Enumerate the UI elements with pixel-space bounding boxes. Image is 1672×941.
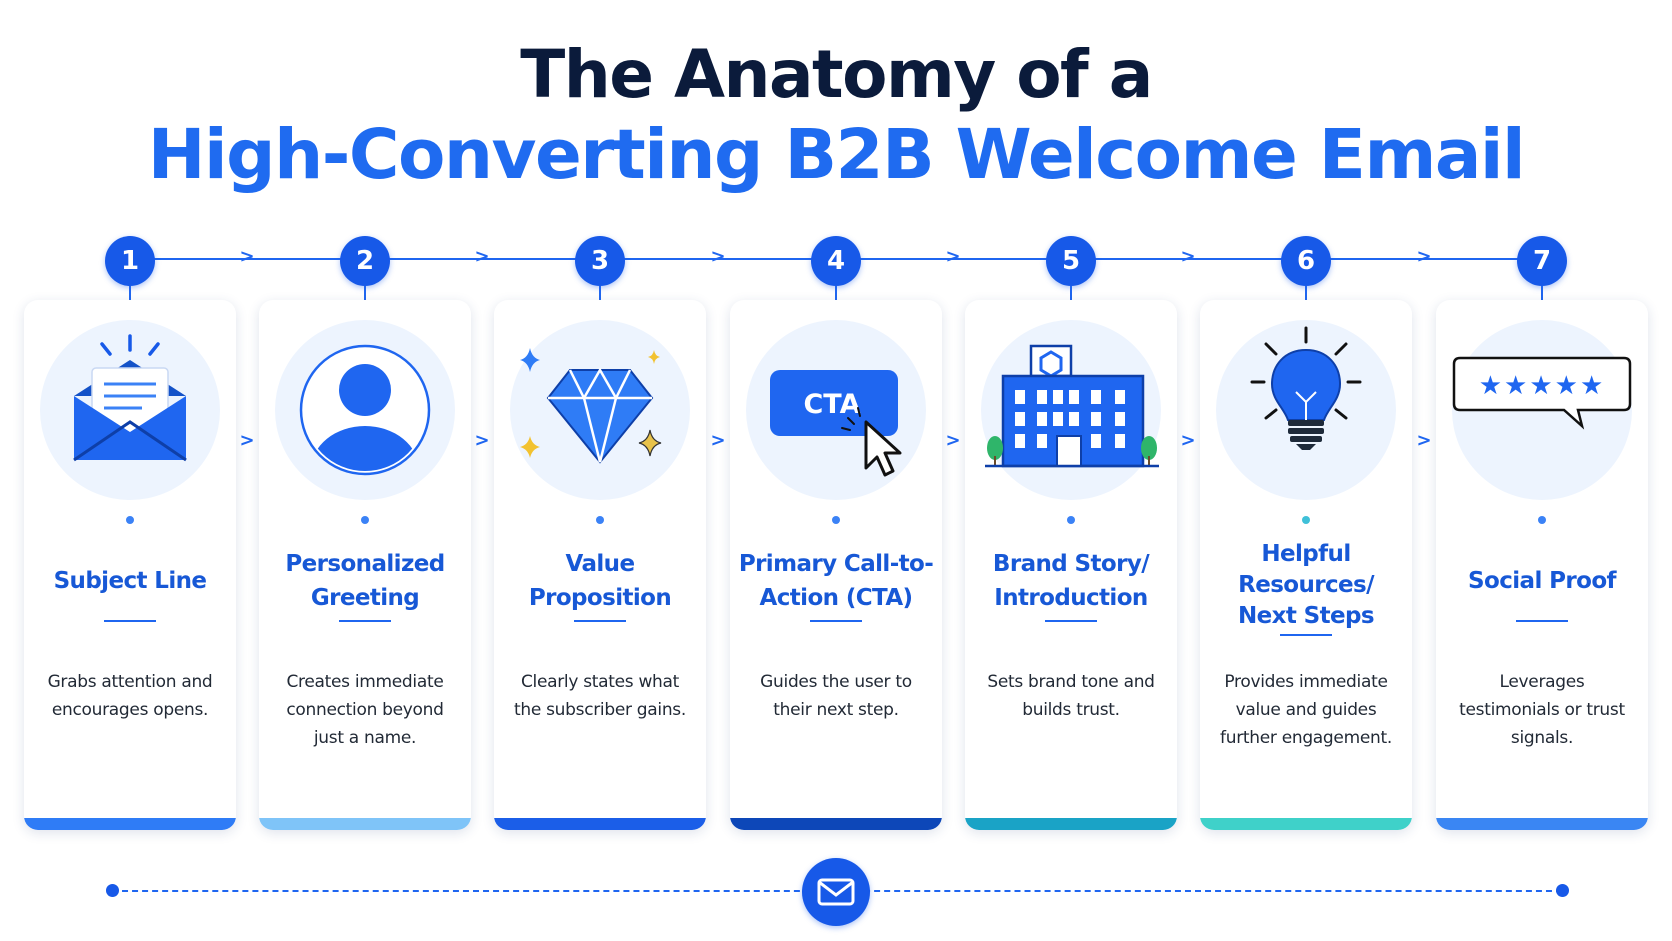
chevron-right-icon: > — [1180, 430, 1196, 451]
step-title: Primary Call-to-Action (CTA) — [738, 550, 934, 611]
connector-stem — [1070, 286, 1072, 300]
step-card-brand-story: Brand Story/ Introduction Sets brand ton… — [965, 300, 1177, 830]
footer-end-dot — [1556, 884, 1569, 897]
star-rating-bubble-icon: ★★★★★ — [1452, 356, 1632, 430]
step-title: Subject Line — [53, 567, 207, 594]
user-avatar-icon — [299, 344, 431, 476]
envelope-icon — [817, 878, 855, 906]
chevron-right-icon: > — [474, 246, 490, 267]
step-card-helpful-resources: Helpful Resources/ Next Steps Provides i… — [1200, 300, 1412, 830]
step-badge-3: 3 — [575, 236, 625, 286]
chevron-right-icon: > — [239, 246, 255, 267]
envelope-letter-icon — [73, 334, 187, 462]
connector-stem — [129, 286, 131, 300]
connector-stem — [1305, 286, 1307, 300]
diamond-icon — [520, 348, 662, 464]
title-divider — [574, 620, 626, 622]
marker-dot — [596, 516, 604, 524]
chevron-right-icon: > — [1416, 430, 1432, 451]
connector-stem — [364, 286, 366, 300]
step-card-subject-line: Subject Line Grabs attention and encoura… — [24, 300, 236, 830]
accent-bar — [259, 818, 471, 830]
step-badge-5: 5 — [1046, 236, 1096, 286]
accent-bar — [1200, 818, 1412, 830]
step-description: Guides the user to their next step. — [760, 672, 912, 720]
marker-dot — [832, 516, 840, 524]
page-title-line-2: High-Converting B2B Welcome Email — [147, 115, 1526, 195]
step-description: Provides immediate value and guides furt… — [1220, 672, 1392, 748]
chevron-right-icon: > — [1180, 246, 1196, 267]
chevron-right-icon: > — [710, 246, 726, 267]
step-title: Brand Story/ Introduction — [992, 550, 1150, 611]
step-badge-7: 7 — [1517, 236, 1567, 286]
step-card-value-proposition: Value Proposition Clearly states what th… — [494, 300, 706, 830]
lightbulb-icon — [1250, 326, 1362, 450]
accent-bar — [494, 818, 706, 830]
step-card-social-proof: ★★★★★ Social Proof Leverages testimonial… — [1436, 300, 1648, 830]
footer-end-dot — [106, 884, 119, 897]
step-badge-2: 2 — [340, 236, 390, 286]
marker-dot — [1538, 516, 1546, 524]
cta-button-cursor-icon: CTA — [770, 370, 902, 477]
step-description: Creates immediate connection beyond just… — [286, 672, 444, 748]
accent-bar — [24, 818, 236, 830]
step-badge-6: 6 — [1281, 236, 1331, 286]
step-card-personalized-greeting: Personalized Greeting Creates immediate … — [259, 300, 471, 830]
marker-dot — [361, 516, 369, 524]
chevron-right-icon: > — [945, 246, 961, 267]
title-divider — [1516, 620, 1568, 622]
accent-bar — [1436, 818, 1648, 830]
title-divider — [810, 620, 862, 622]
title-divider — [1045, 620, 1097, 622]
connector-stem — [1541, 286, 1543, 300]
marker-dot — [1067, 516, 1075, 524]
svg-text:★★★★★: ★★★★★ — [1479, 371, 1606, 401]
step-card-primary-cta: CTA Primary Call-to-Action (CTA) Guides … — [730, 300, 942, 830]
step-title: Helpful Resources/ Next Steps — [1238, 540, 1375, 629]
title-divider — [1280, 634, 1332, 636]
step-description: Sets brand tone and builds trust. — [987, 672, 1155, 720]
step-badge-1: 1 — [105, 236, 155, 286]
connector-stem — [835, 286, 837, 300]
marker-dot — [1302, 516, 1310, 524]
step-title: Value Proposition — [528, 550, 672, 611]
step-title: Social Proof — [1468, 567, 1617, 594]
chevron-right-icon: > — [945, 430, 961, 451]
marker-dot — [126, 516, 134, 524]
footer-envelope-badge — [802, 858, 870, 926]
connector-stem — [599, 286, 601, 300]
chevron-right-icon: > — [1416, 246, 1432, 267]
accent-bar — [730, 818, 942, 830]
step-badge-4: 4 — [811, 236, 861, 286]
step-description: Grabs attention and encourages opens. — [47, 672, 213, 720]
chevron-right-icon: > — [710, 430, 726, 451]
step-title: Personalized Greeting — [285, 550, 445, 611]
chevron-right-icon: > — [474, 430, 490, 451]
step-description: Leverages testimonials or trust signals. — [1459, 672, 1625, 748]
title-divider — [339, 620, 391, 622]
title-divider — [104, 620, 156, 622]
step-description: Clearly states what the subscriber gains… — [514, 672, 686, 720]
page-title-line-1: The Anatomy of a — [520, 36, 1153, 113]
cta-button-label: CTA — [803, 389, 860, 420]
office-building-icon — [985, 344, 1159, 468]
chevron-right-icon: > — [239, 430, 255, 451]
accent-bar — [965, 818, 1177, 830]
